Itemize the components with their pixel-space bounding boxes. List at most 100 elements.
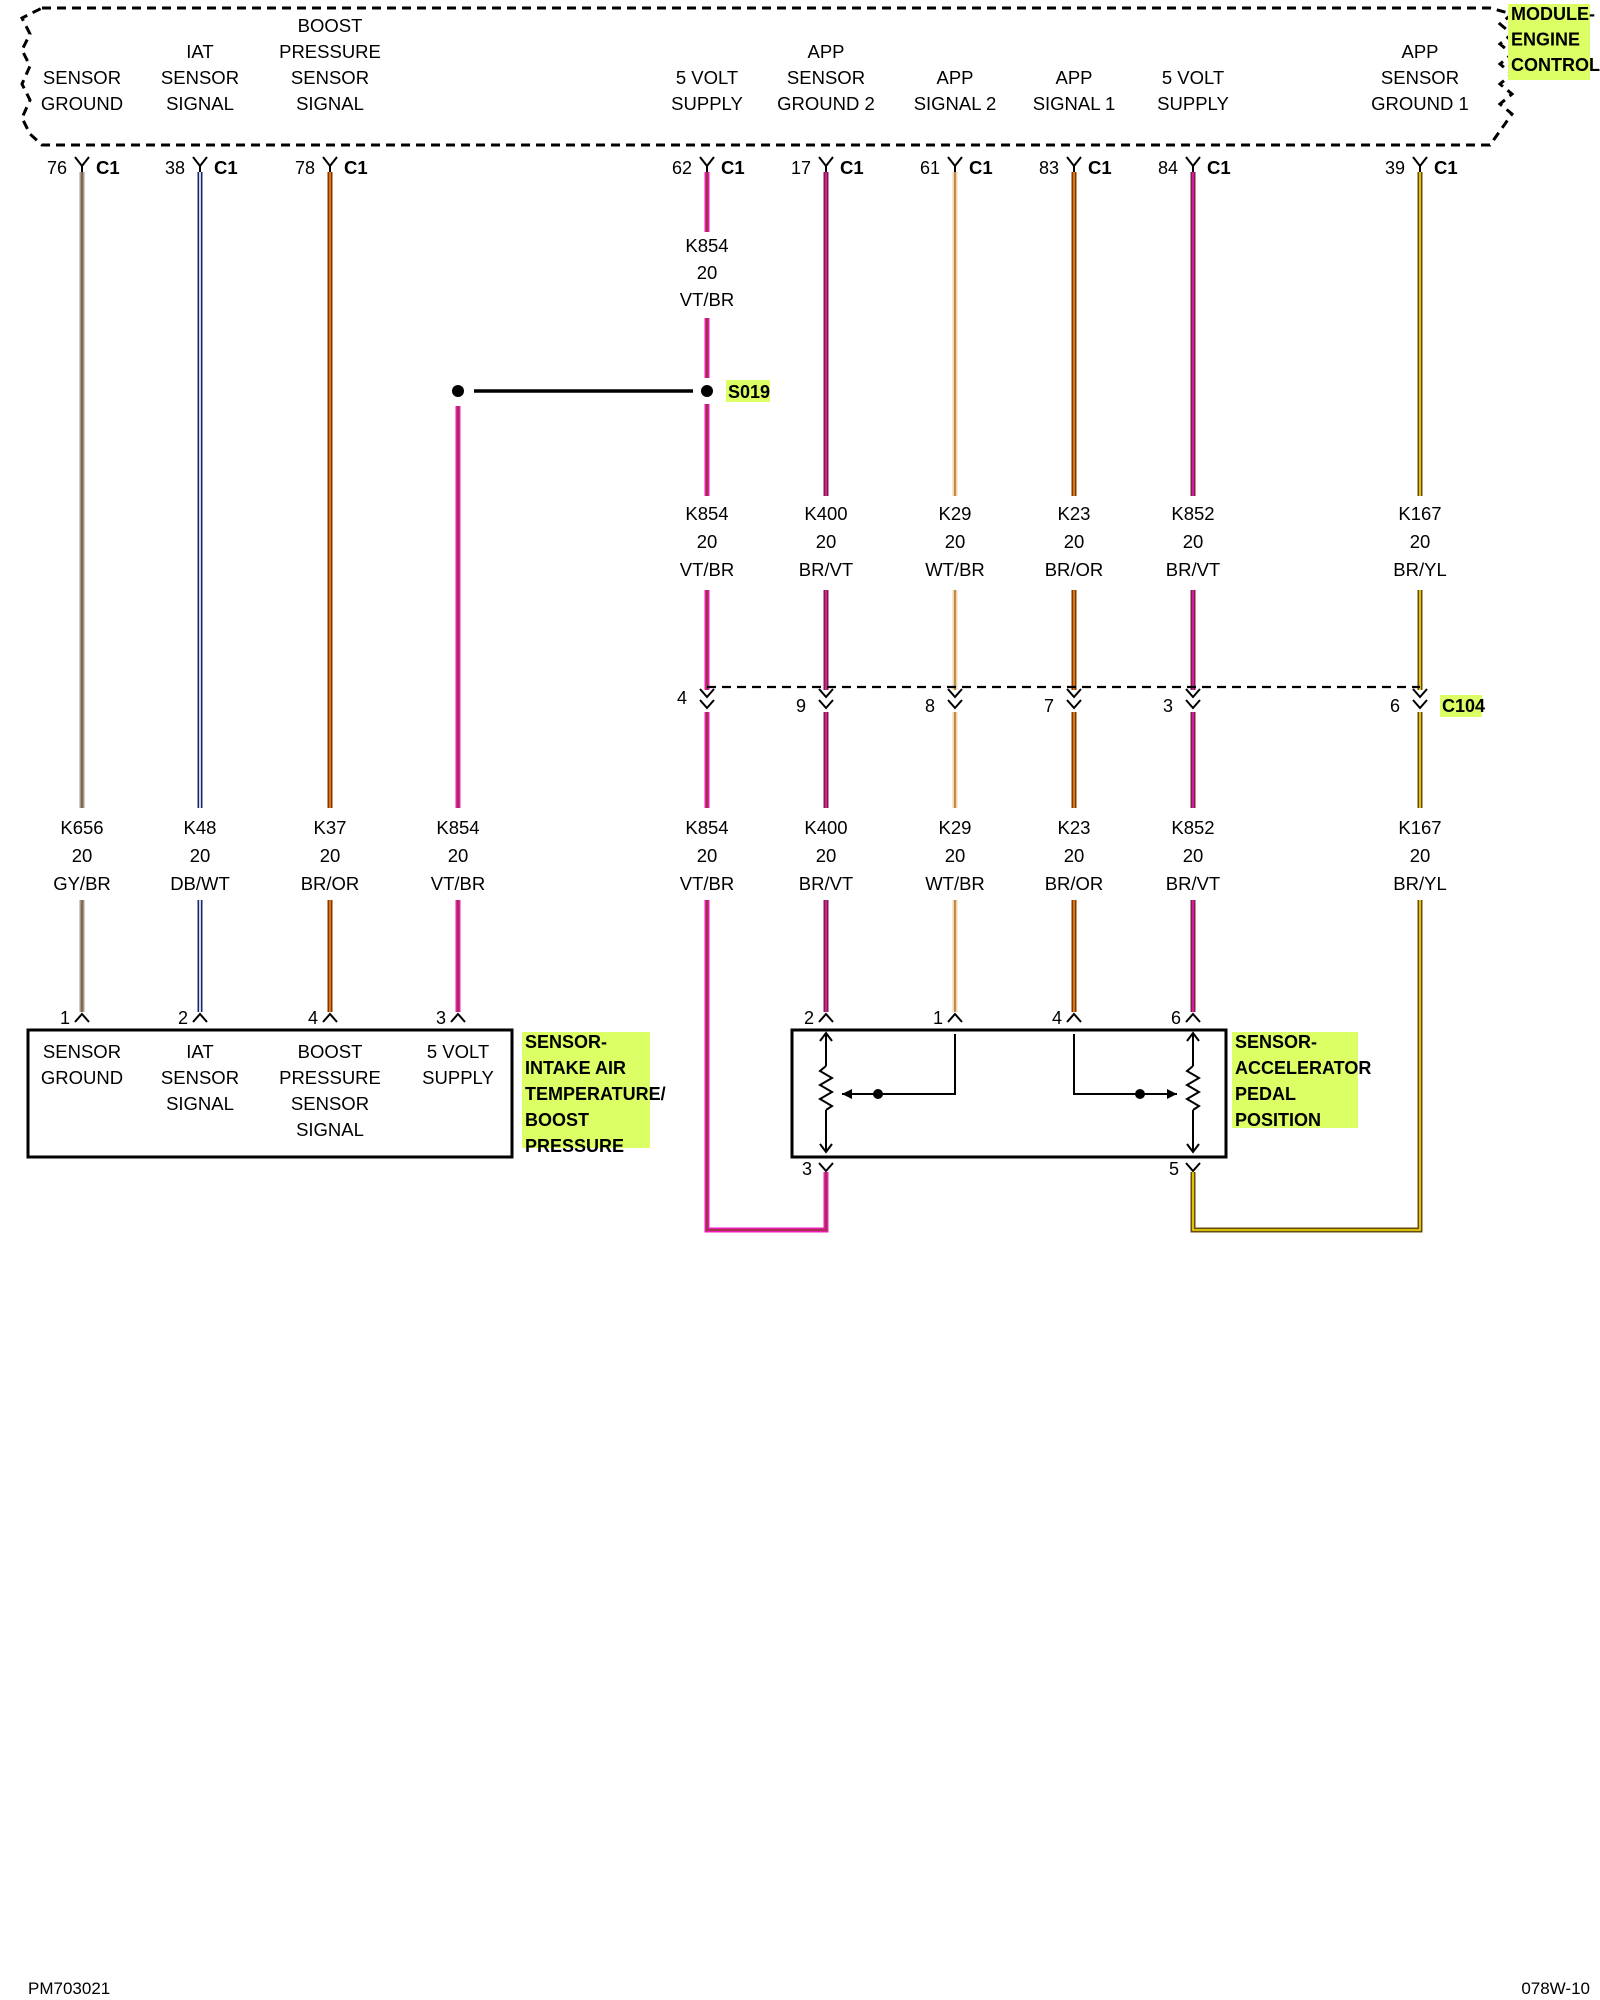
wire-color-code: BR/OR [1045, 559, 1104, 580]
module-pin-label: APP [936, 67, 973, 88]
module-pin-label: SENSOR [43, 67, 121, 88]
wire-color-code: BR/OR [301, 873, 360, 894]
app-wiper-junction [873, 1089, 883, 1099]
module-pin-label: SIGNAL 2 [914, 93, 997, 114]
app-sensor-terminal [1185, 1012, 1201, 1023]
app-wiper-arrow [1167, 1089, 1177, 1099]
app-sensor-terminal [818, 1012, 834, 1023]
module-connector-label: C1 [1207, 157, 1231, 178]
c104-terminal [1412, 688, 1428, 699]
c104-terminal [1066, 699, 1082, 710]
iat-sensor-name: INTAKE AIR [525, 1058, 626, 1078]
module-name: MODULE- [1511, 4, 1595, 24]
splice-dot [452, 385, 464, 397]
module-pin-number: 17 [791, 158, 811, 178]
footer-right: 078W-10 [1521, 1979, 1590, 1998]
c104-pin-number: 3 [1163, 696, 1173, 716]
module-pin-label: GROUND [41, 93, 123, 114]
app-sensor-name: ACCELERATOR [1235, 1058, 1371, 1078]
iat-sensor-terminal [450, 1012, 466, 1023]
module-pin-number: 62 [672, 158, 692, 178]
wire-gauge: 20 [1183, 531, 1204, 552]
wire-circuit: K167 [1398, 503, 1441, 524]
wire-color-code: BR/VT [1166, 559, 1220, 580]
app-sensor-name: SENSOR- [1235, 1032, 1317, 1052]
module-pin-label: SENSOR [787, 67, 865, 88]
c104-terminal [699, 699, 715, 710]
wire-circuit: K400 [804, 503, 847, 524]
wire-gauge: 20 [697, 845, 718, 866]
wire-circuit: K37 [314, 817, 347, 838]
wire-circuit: K167 [1398, 817, 1441, 838]
wire-gauge: 20 [945, 531, 966, 552]
wire-gauge: 20 [945, 845, 966, 866]
module-connector-label: C1 [214, 157, 238, 178]
app-sensor-name: POSITION [1235, 1110, 1321, 1130]
wire-gauge: 20 [1064, 845, 1085, 866]
module-outline [19, 6, 1516, 147]
c104-terminal [947, 699, 963, 710]
module-pin-label: IAT [186, 41, 213, 62]
wire-gauge: 20 [448, 845, 469, 866]
wire-color-code: BR/VT [1166, 873, 1220, 894]
module-connector-label: C1 [969, 157, 993, 178]
c104-pin-number: 4 [677, 688, 687, 708]
module-pin-terminal [1066, 156, 1082, 172]
app-sensor-name-highlight [1232, 1032, 1358, 1128]
module-pin-label: SENSOR [1381, 67, 1459, 88]
c104-label-highlight [1440, 695, 1482, 717]
module-connector-label: C1 [96, 157, 120, 178]
iat-sensor-pin-number: 3 [436, 1008, 446, 1028]
module-pin-label: 5 VOLT [1162, 67, 1224, 88]
wire-color-code: VT/BR [680, 289, 734, 310]
wire-color-code: BR/YL [1393, 559, 1446, 580]
iat-sensor-pin-label: GROUND [41, 1067, 123, 1088]
iat-sensor-pin-label: BOOST [298, 1041, 363, 1062]
module-pin-label: SIGNAL [296, 93, 364, 114]
wire-circuit: K854 [685, 817, 728, 838]
module-connector-label: C1 [721, 157, 745, 178]
wire-color-code: BR/OR [1045, 873, 1104, 894]
c104-terminal [699, 688, 715, 699]
iat-sensor-pin-label: SENSOR [43, 1041, 121, 1062]
wire-color-code: VT/BR [431, 873, 485, 894]
iat-sensor-pin-label: SENSOR [291, 1093, 369, 1114]
module-name-highlight [1508, 4, 1590, 80]
module-connector-label: C1 [840, 157, 864, 178]
module-pin-label: PRESSURE [279, 41, 381, 62]
app-potentiometer-2 [1185, 1031, 1201, 1154]
splice-label: S019 [728, 382, 770, 402]
c104-terminal [1412, 699, 1428, 710]
module-pin-label: APP [1055, 67, 1092, 88]
module-pin-terminal [947, 156, 963, 172]
module-connector-label: C1 [1088, 157, 1112, 178]
wire-color-code: GY/BR [53, 873, 111, 894]
module-pin-terminal [1412, 156, 1428, 172]
module-pin-label: SUPPLY [1157, 93, 1229, 114]
wire-color-code: DB/WT [170, 873, 230, 894]
iat-sensor-box [26, 1028, 514, 1159]
module-pin-label: SENSOR [291, 67, 369, 88]
c104-terminal [1185, 699, 1201, 710]
wire-gauge: 20 [1183, 845, 1204, 866]
wire-k854-loop [704, 900, 829, 1233]
wire-gauge: 20 [1064, 531, 1085, 552]
module-pin-number: 38 [165, 158, 185, 178]
module-pin-label: BOOST [298, 15, 363, 36]
c104-terminal [818, 699, 834, 710]
module-pin-number: 76 [47, 158, 67, 178]
iat-sensor-pin-label: SUPPLY [422, 1067, 494, 1088]
app-sensor-terminal [1066, 1012, 1082, 1023]
module-pin-terminal [699, 156, 715, 172]
wire-circuit: K852 [1171, 503, 1214, 524]
iat-sensor-name: SENSOR- [525, 1032, 607, 1052]
module-pin-terminal [1185, 156, 1201, 172]
wire-gauge: 20 [320, 845, 341, 866]
wire-color-code: WT/BR [925, 559, 985, 580]
module-pin-terminal [322, 156, 338, 172]
wire-circuit: K23 [1058, 503, 1091, 524]
module-name: ENGINE [1511, 30, 1580, 50]
wire-circuit: K852 [1171, 817, 1214, 838]
iat-sensor-pin-label: SIGNAL [166, 1093, 234, 1114]
